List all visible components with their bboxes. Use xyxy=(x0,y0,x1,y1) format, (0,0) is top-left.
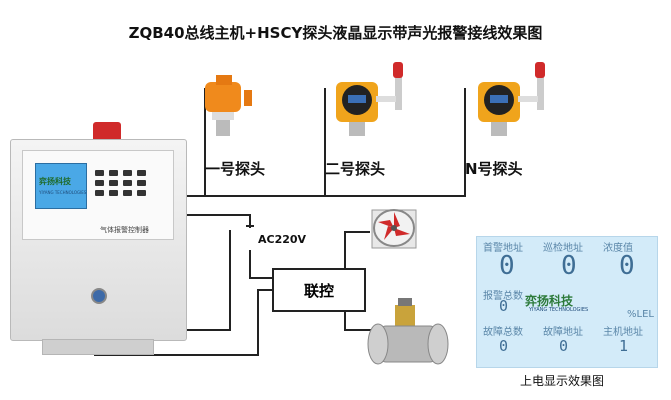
display-logo: 弈扬科技 xyxy=(525,294,574,308)
fault-address-value: 0 xyxy=(559,337,569,355)
patrol-address-value: 0 xyxy=(561,251,577,281)
probe-2-label: 二号探头 xyxy=(325,160,386,178)
fault-total-label: 故障总数 xyxy=(483,327,523,338)
display-effect-panel: 首警地址 巡检地址 浓度值 0 0 0 报警总数 0 弈扬科技 YIYANG T… xyxy=(476,236,658,368)
exhaust-fan-body xyxy=(371,209,417,249)
fault-total-value: 0 xyxy=(499,337,509,355)
controller-brand-en: YIYANG TECHNOLOGIES xyxy=(39,190,87,195)
diagram-title: ZQB40总线主机+HSCY探头液晶显示带声光报警接线效果图 xyxy=(128,24,543,42)
host-address-value: 1 xyxy=(619,337,629,355)
unit-label: %LEL xyxy=(627,309,654,320)
alarm-total-value: 0 xyxy=(499,297,509,315)
controller-base xyxy=(42,339,154,355)
controller-brand: 弈扬科技 xyxy=(39,177,71,186)
first-alarm-address-label: 首警地址 xyxy=(483,243,523,254)
controller-name: 气体报警控制器 xyxy=(100,226,149,234)
alarm-total-label: 报警总数 xyxy=(483,291,523,302)
controller-keypad[interactable] xyxy=(95,170,155,214)
display-caption: 上电显示效果图 xyxy=(520,374,605,388)
probe-1-body xyxy=(205,75,252,136)
fault-address-label: 故障地址 xyxy=(543,327,583,338)
probe-n-label: N号探头 xyxy=(465,160,523,178)
probe-n-body xyxy=(478,62,545,136)
concentration-value: 0 xyxy=(619,251,635,281)
concentration-label: 浓度值 xyxy=(603,243,633,254)
first-alarm-address-value: 0 xyxy=(499,251,515,281)
probe-2-body xyxy=(336,62,403,136)
alarm-beacon-icon xyxy=(93,122,121,140)
solenoid-valve-body xyxy=(367,298,449,365)
probe-1-label: 一号探头 xyxy=(205,160,266,178)
power-label: AC220V xyxy=(258,233,307,246)
relay-box: 联控 xyxy=(272,268,366,312)
lock-icon xyxy=(91,288,107,304)
host-address-label: 主机地址 xyxy=(603,327,643,338)
patrol-address-label: 巡检地址 xyxy=(543,243,583,254)
controller-lcd: 弈扬科技 YIYANG TECHNOLOGIES xyxy=(35,163,87,209)
display-logo-en: YIYANG TECHNOLOGIES xyxy=(529,307,589,313)
